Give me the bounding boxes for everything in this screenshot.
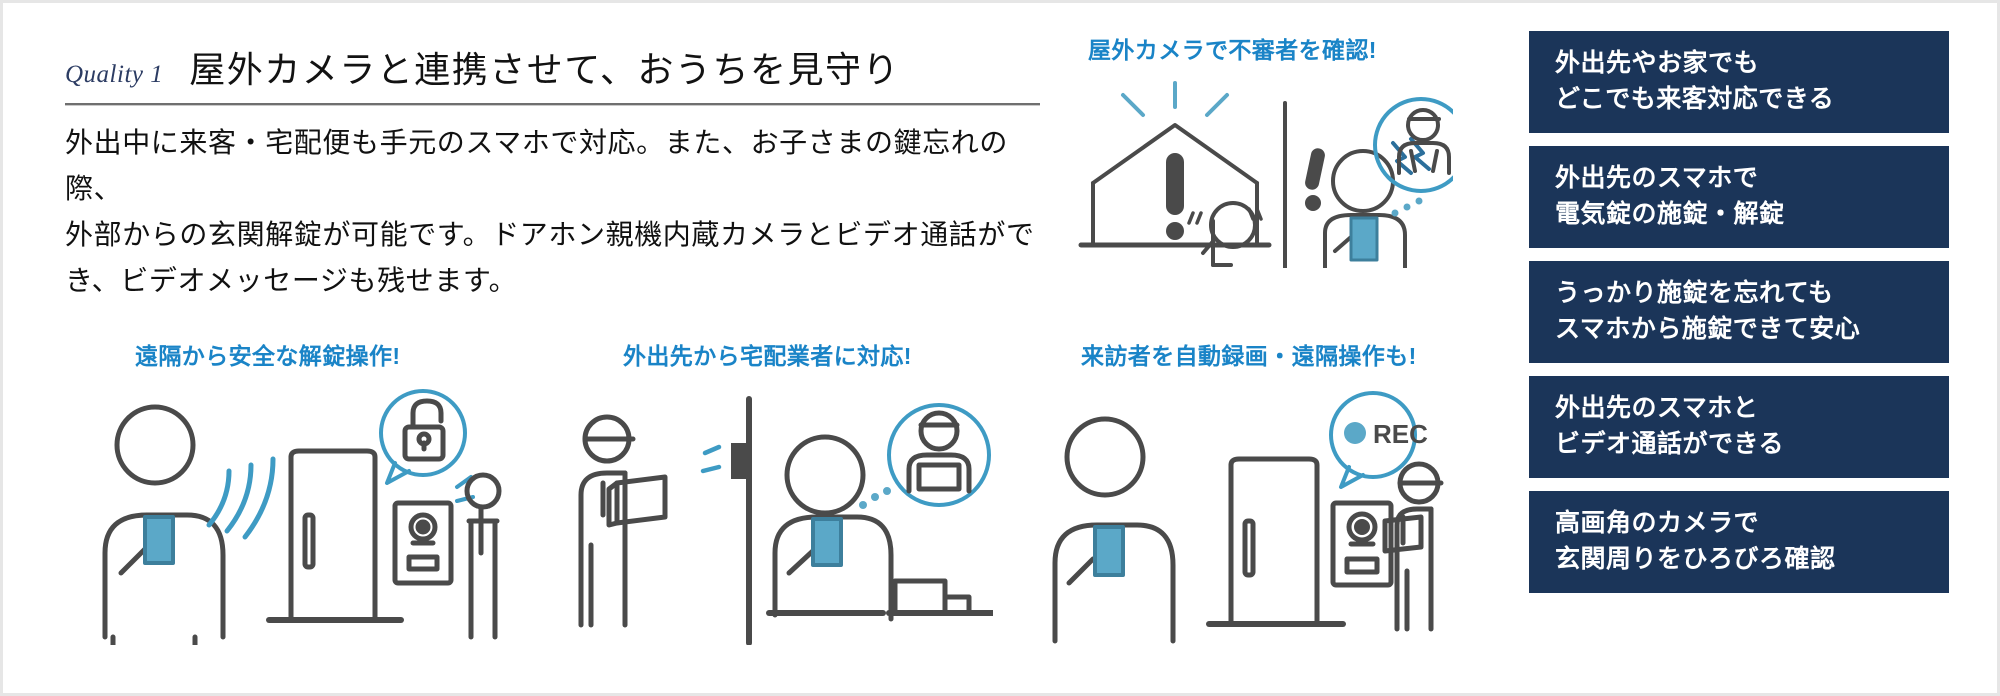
person-with-smartphone-icon	[766, 434, 894, 622]
headline-row: Quality 1 屋外カメラと連携させて、おうちを見守り	[65, 41, 1045, 93]
speech-marks-icon	[1187, 207, 1263, 225]
caption-bottom-1: 遠隔から安全な解錠操作!	[135, 343, 401, 369]
page-title: 屋外カメラと連携させて、おうちを見守り	[189, 50, 900, 90]
camera-view-circle	[887, 403, 991, 507]
intercom-panel-icon	[1330, 500, 1394, 588]
smartphone-screen	[811, 517, 843, 567]
rec-label: REC	[1373, 419, 1428, 449]
illustration-remote-unlock	[83, 375, 503, 648]
feature-box-5-line-2: 玄関周りをひろびろ確認	[1555, 545, 1836, 573]
parcel-on-ground-icon	[886, 578, 996, 616]
alert-rays-icon	[1121, 81, 1229, 117]
smartphone-screen	[1093, 525, 1125, 577]
caption-top-right: 屋外カメラで不審者を確認!	[1088, 37, 1377, 63]
notification-exclamation-icon	[1305, 148, 1325, 211]
feature-box-4[interactable]: 外出先のスマホと ビデオ通話ができる	[1529, 376, 1949, 478]
body-line-2: 外部からの玄関解錠が可能です。ドアホン親機内蔵カメラとビデオ通話がで	[65, 220, 1035, 251]
feature-box-2-line-2: 電気錠の施錠・解錠	[1555, 200, 1785, 228]
feature-box-5-line-1: 高画角のカメラで	[1555, 509, 1760, 537]
camera-view-circle	[1373, 97, 1469, 193]
rec-bubble-icon: REC	[1329, 391, 1428, 489]
connection-dots-icon	[1391, 197, 1423, 217]
feature-box-4-line-1: 外出先のスマホと	[1555, 394, 1759, 422]
body-line-3: き、ビデオメッセージも残せます。	[65, 266, 518, 297]
feature-box-2-line-1: 外出先のスマホで	[1555, 164, 1759, 192]
feature-box-3-line-2: スマホから施錠できて安心	[1555, 315, 1861, 343]
smartphone-screen	[143, 515, 175, 565]
body-copy: 外出中に来客・宅配便も手元のスマホで対応。また、お子さまの鍵忘れの際、 外部から…	[65, 121, 1050, 305]
illustration-intruder-detection	[1063, 73, 1469, 270]
body-line-1: 外出中に来客・宅配便も手元のスマホで対応。また、お子さまの鍵忘れの際、	[65, 128, 1008, 205]
smartphone-screen	[1349, 216, 1379, 262]
alert-exclamation-icon	[1166, 153, 1184, 240]
feature-box-1-line-1: 外出先やお家でも	[1555, 49, 1760, 77]
feature-box-5[interactable]: 高画角のカメラで 玄関周りをひろびろ確認	[1529, 491, 1949, 593]
caption-bottom-2: 外出先から宅配業者に対応!	[623, 343, 912, 369]
visitor-with-parcel-icon	[1382, 461, 1444, 632]
feature-box-2[interactable]: 外出先のスマホで 電気錠の施錠・解錠	[1529, 146, 1949, 248]
title-divider	[65, 103, 1040, 106]
connection-dots-icon	[859, 487, 891, 509]
intercom-wall-unit-icon	[731, 396, 752, 646]
parcel-box-icon	[606, 474, 668, 528]
feature-box-1[interactable]: 外出先やお家でも どこでも来客対応できる	[1529, 31, 1949, 133]
delivery-person-icon	[578, 414, 636, 628]
main-content: Quality 1 屋外カメラと連携させて、おうちを見守り 外出中に来客・宅配便…	[3, 3, 1523, 693]
unlock-bubble-icon	[379, 389, 467, 485]
feature-sidebar: 外出先やお家でも どこでも来客対応できる 外出先のスマホで 電気錠の施錠・解錠 …	[1529, 31, 1949, 593]
feature-box-4-line-2: ビデオ通話ができる	[1555, 430, 1785, 458]
front-door-icon	[1206, 456, 1346, 627]
quality-tag: Quality 1	[65, 61, 164, 88]
feature-box-3[interactable]: うっかり施錠を忘れても スマホから施錠できて安心	[1529, 261, 1949, 363]
signal-lines-icon	[700, 444, 722, 474]
feature-box-3-line-1: うっかり施錠を忘れても	[1555, 279, 1834, 307]
caption-bottom-3: 来訪者を自動録画・遠隔操作も!	[1081, 343, 1417, 369]
illustration-auto-record: REC	[1033, 375, 1453, 645]
intercom-panel-icon	[392, 500, 454, 586]
front-door-icon	[266, 448, 404, 623]
wifi-signal-icon	[206, 456, 276, 540]
feature-box-1-line-2: どこでも来客対応できる	[1555, 85, 1835, 113]
illustration-delivery-response	[573, 375, 996, 646]
suspicious-person-icon	[1201, 201, 1257, 267]
visitor-person-icon	[464, 472, 502, 640]
